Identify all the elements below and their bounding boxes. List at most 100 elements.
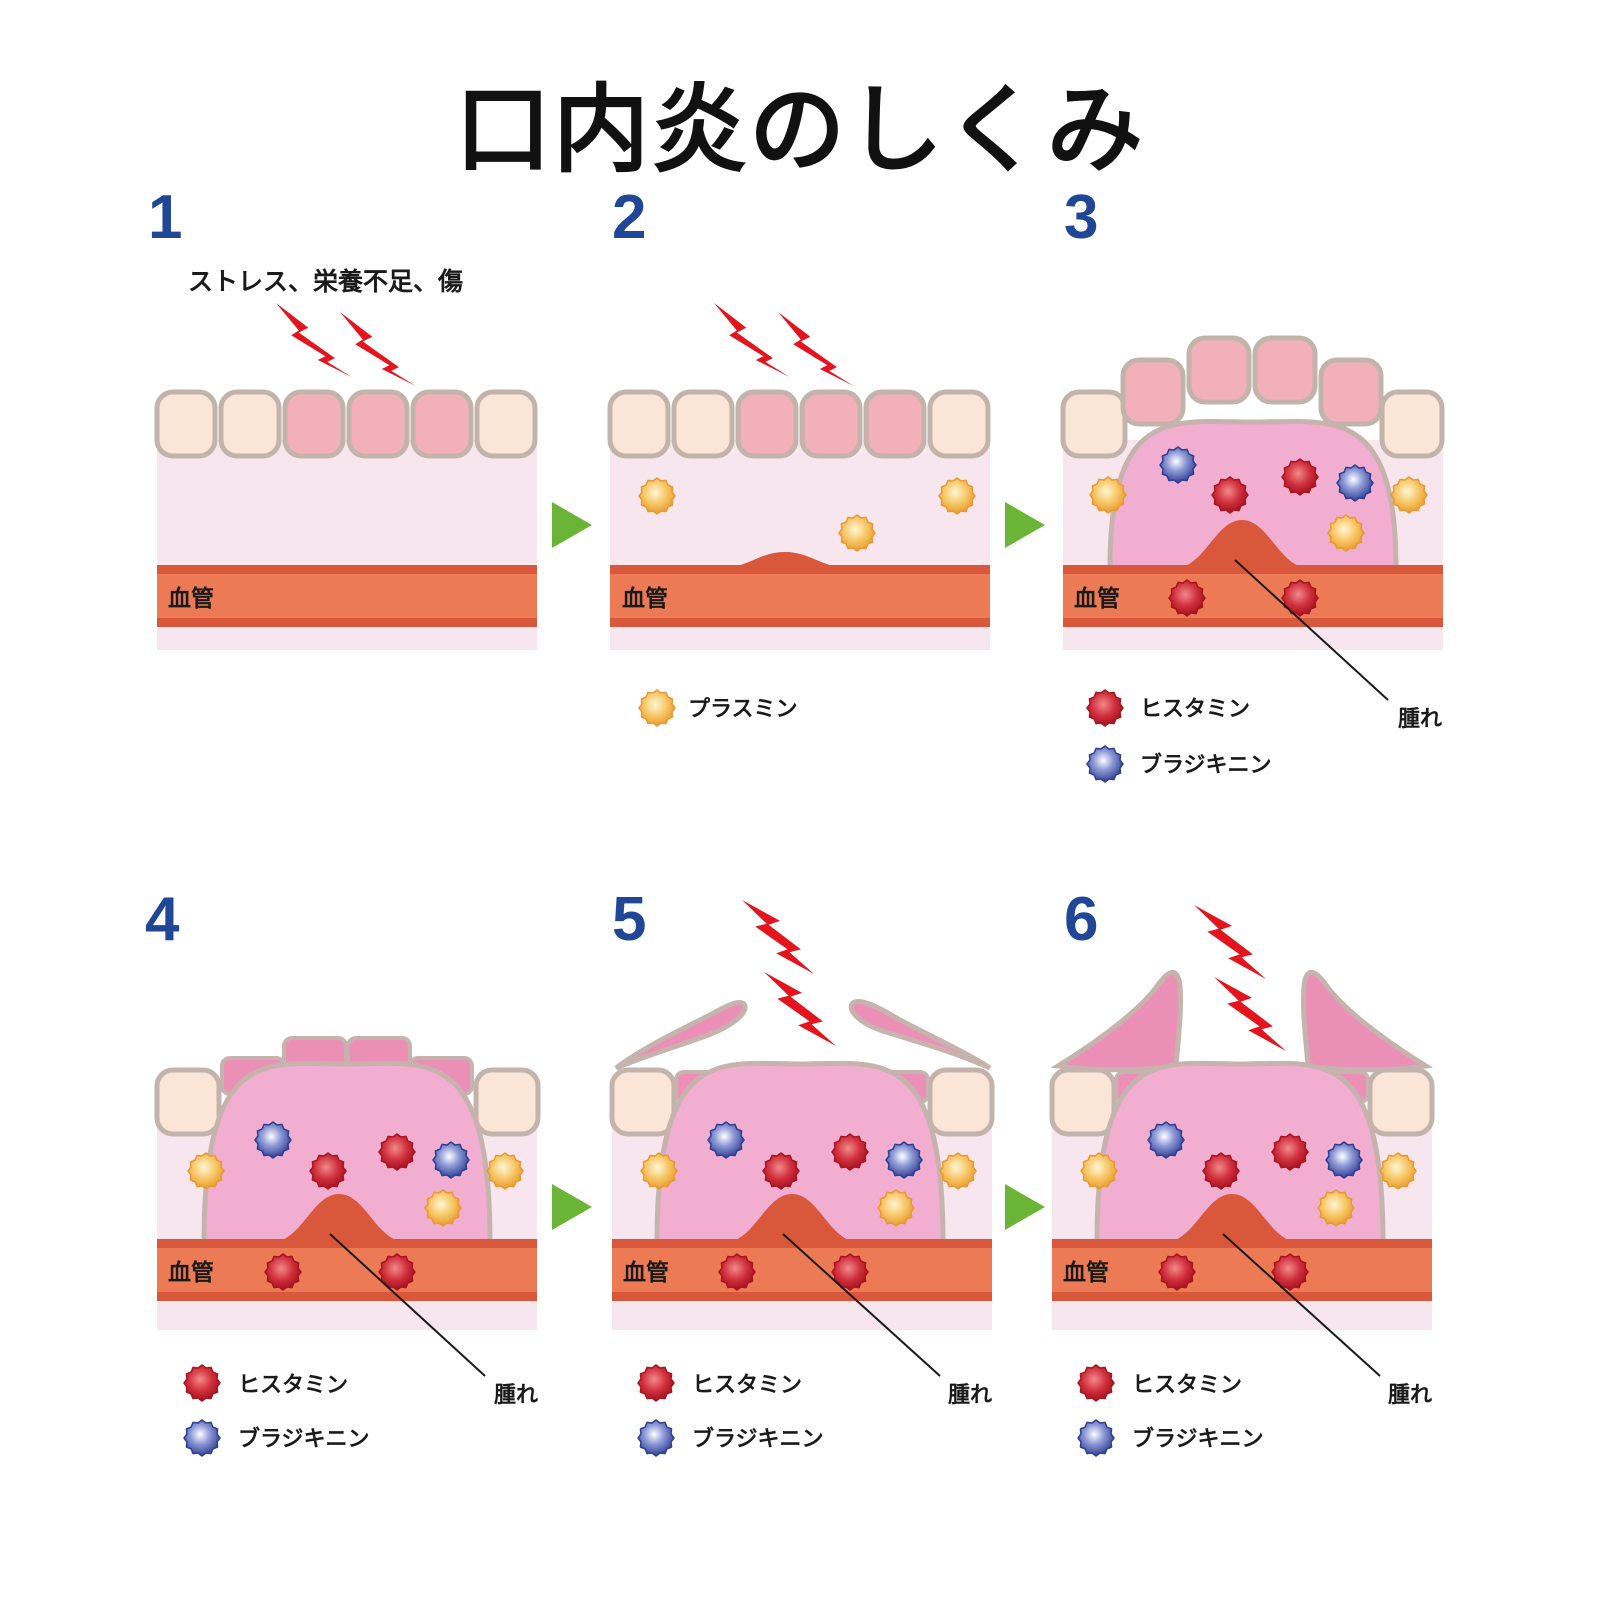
bradykinin-cell-icon (1325, 1141, 1363, 1179)
vessel-swelling (272, 1194, 406, 1242)
vessel-swelling (1175, 520, 1309, 568)
histamine-cell-icon (1158, 1253, 1196, 1291)
histamine-cell-icon (378, 1253, 416, 1291)
histamine-cell-icon (831, 1133, 869, 1171)
legend-histamine-label: ヒスタミン (238, 1373, 348, 1398)
vessel-label: 血管 (623, 1259, 669, 1286)
histamine-cell-icon (762, 1152, 800, 1190)
cause-label: ストレス、栄養不足、傷 (188, 267, 463, 296)
bradykinin-cell-icon (1336, 464, 1374, 502)
vessel-label: 血管 (622, 585, 668, 612)
epithelial-cell (1049, 1067, 1117, 1137)
lightning-bolt-icon (340, 312, 416, 387)
epithelial-cell (1186, 335, 1252, 405)
peeling-cell-flap (848, 998, 992, 1071)
arrow-right-icon (552, 502, 592, 548)
histamine-cell-icon (264, 1253, 302, 1291)
epithelial-cell (799, 389, 863, 459)
epithelial-cell (1060, 389, 1128, 459)
lightning-bolt-icon (742, 900, 815, 975)
legend-histamine-label: ヒスタミン (1132, 1373, 1242, 1398)
legend-histamine-label: ヒスタミン (692, 1373, 802, 1398)
swelling-label: 腫れ (1388, 1383, 1432, 1408)
page-title: 口内炎のしくみ (455, 74, 1145, 186)
histamine-cell-icon (1077, 1364, 1115, 1402)
bradykinin-cell-icon (707, 1121, 745, 1159)
swelling-pointer-line (1234, 559, 1389, 701)
plasmin-cell-icon (638, 477, 676, 515)
blood-vessel (612, 1239, 992, 1301)
bradykinin-cell-icon (1086, 745, 1124, 783)
histamine-cell-icon (1202, 1152, 1240, 1190)
blood-vessel-wall (1052, 1292, 1432, 1301)
lightning-bolt-icon (778, 312, 854, 387)
blood-vessel-wall (612, 1239, 992, 1248)
epithelial-cell (607, 389, 671, 459)
legend-histamine-label: ヒスタミン (1140, 697, 1250, 722)
vessel-swelling (725, 1194, 859, 1242)
arrow-right-icon (552, 1184, 592, 1230)
swelling-pointer-line (1222, 1233, 1381, 1377)
histamine-cell-icon (1271, 1253, 1309, 1291)
blood-vessel-wall (1063, 565, 1443, 574)
peeling-cell-flap (1050, 969, 1184, 1073)
plasmin-cell-icon (877, 1189, 915, 1227)
panel-number: 6 (1064, 885, 1098, 954)
bradykinin-cell-icon (432, 1141, 470, 1179)
blood-vessel (1063, 565, 1443, 627)
vessel-swelling (720, 552, 850, 568)
blood-vessel-wall (610, 618, 990, 627)
plasmin-cell-icon (1080, 1152, 1118, 1190)
legend-bradykinin-label: ブラジキニン (1140, 752, 1272, 778)
panel-number: 3 (1064, 183, 1098, 252)
blood-vessel-wall (157, 565, 537, 574)
histamine-cell-icon (637, 1364, 675, 1402)
histamine-cell-icon (1281, 579, 1319, 617)
histamine-cell-icon (309, 1152, 347, 1190)
blood-vessel-wall (1052, 1239, 1432, 1248)
histamine-cell-icon (1168, 579, 1206, 617)
bradykinin-cell-icon (637, 1419, 675, 1457)
lightning-bolt-icon (714, 303, 790, 378)
plasmin-cell-icon (187, 1152, 225, 1190)
lightning-bolt-icon (1194, 905, 1267, 980)
swelling-label: 腫れ (494, 1383, 538, 1408)
bradykinin-cell-icon (1077, 1419, 1115, 1457)
bradykinin-cell-icon (254, 1121, 292, 1159)
panel-number: 1 (148, 183, 182, 252)
inflamed-swelling (201, 1060, 493, 1245)
plasmin-cell-icon (1317, 1189, 1355, 1227)
plasmin-cell-icon (938, 477, 976, 515)
epithelial-cell (1367, 1067, 1435, 1137)
epithelial-cell (1318, 357, 1384, 427)
blood-vessel-wall (1063, 618, 1443, 627)
histamine-cell-icon (1211, 476, 1249, 514)
lightning-bolt-icon (764, 972, 837, 1047)
bradykinin-cell-icon (885, 1141, 923, 1179)
histamine-cell-icon (831, 1253, 869, 1291)
blood-vessel (1052, 1239, 1432, 1301)
epithelial-cell (218, 389, 282, 459)
epithelial-cell (1120, 357, 1186, 427)
peeling-cell-flap (1300, 969, 1434, 1073)
epithelial-cell (671, 389, 735, 459)
swelling-pointer-line (782, 1233, 941, 1377)
plasmin-cell-icon (638, 689, 676, 727)
histamine-cell-icon (183, 1364, 221, 1402)
epithelial-cell (1379, 389, 1445, 459)
plasmin-cell-icon (1089, 476, 1127, 514)
vessel-swelling (1165, 1194, 1299, 1242)
blood-vessel (610, 565, 990, 627)
plasmin-cell-icon (1390, 476, 1428, 514)
histamine-cell-icon (378, 1133, 416, 1171)
epithelial-cell (154, 389, 218, 459)
inflamed-swelling (1094, 1060, 1386, 1245)
epithelial-cell (410, 389, 474, 459)
epithelial-cell (927, 1067, 995, 1137)
